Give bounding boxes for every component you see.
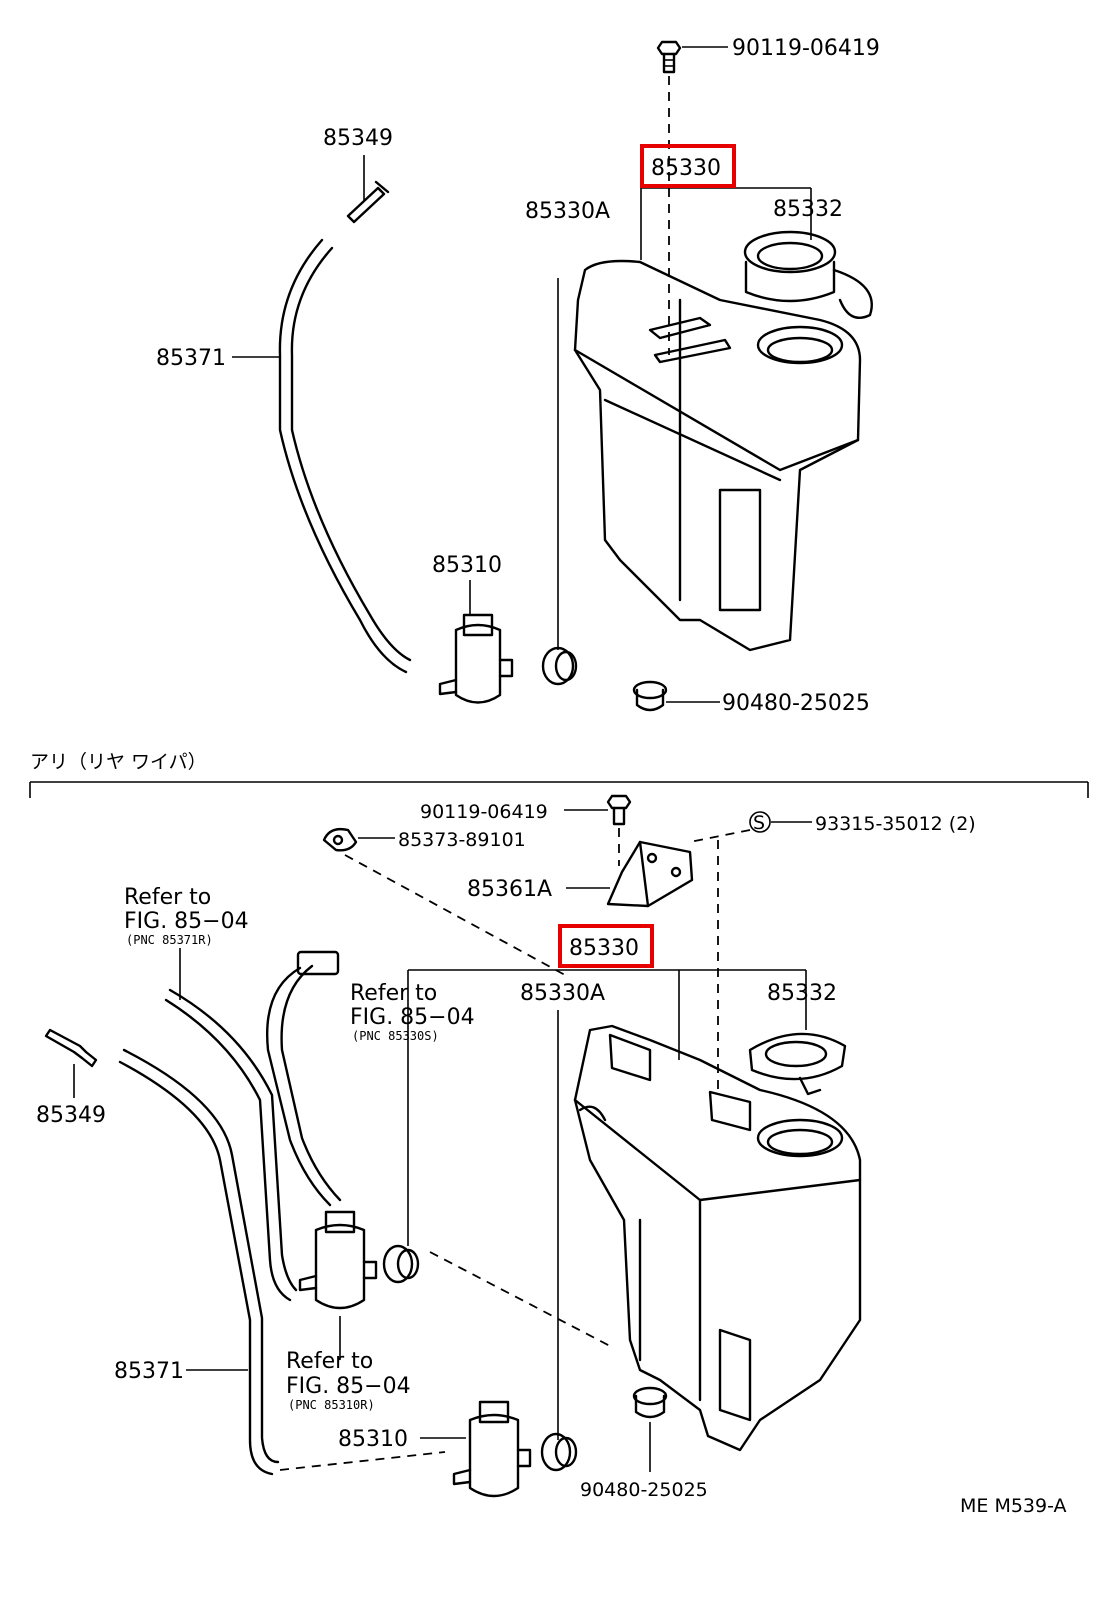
label-ref2-line2: FIG. 85−04 — [350, 1005, 475, 1030]
label-tank-bottom: 85330A — [520, 981, 605, 1006]
label-bolt-bottom: 90119-06419 — [420, 801, 548, 823]
label-clamp: 85373-89101 — [398, 829, 526, 851]
highlight-box-bottom — [558, 924, 654, 968]
hose-ref-85371r — [164, 988, 298, 1302]
label-ref1-pnc: (PNC 85371R) — [126, 933, 213, 947]
label-ref2-line1: Refer to — [350, 981, 437, 1006]
grommet-bottom — [632, 1386, 668, 1472]
section-title: アリ（リヤ ワイパ） — [30, 751, 207, 773]
label-ref1-line2: FIG. 85−04 — [124, 909, 249, 934]
label-grommet-top: 90480-25025 — [722, 691, 870, 716]
nozzle-top — [346, 155, 390, 224]
label-tank-assy-bottom: 85330 — [569, 936, 639, 961]
label-cap-bottom: 85332 — [767, 981, 837, 1006]
grommet-small-bottom — [540, 1432, 578, 1472]
label-ref2-pnc: (PNC 85330S) — [352, 1029, 439, 1043]
label-ref3-line2: FIG. 85−04 — [286, 1374, 411, 1399]
cap-bottom — [748, 1032, 847, 1096]
motor-top — [438, 580, 514, 704]
label-screw: 93315-35012 (2) — [815, 813, 976, 835]
label-ref1-line1: Refer to — [124, 885, 211, 910]
highlight-box-top — [640, 144, 736, 188]
tank-top — [573, 259, 862, 652]
diagram-code: ME M539-A — [960, 1495, 1067, 1517]
label-hose-bottom: 85371 — [114, 1359, 184, 1384]
clamp — [322, 827, 358, 852]
label-cap-top: 85332 — [773, 197, 843, 222]
hose-top — [232, 238, 412, 674]
label-hose-top: 85371 — [156, 346, 226, 371]
grommet-mid — [382, 1244, 420, 1284]
label-bracket: 85361A — [467, 877, 552, 902]
grommet-top — [632, 680, 720, 712]
label-bolt-top: 90119-06419 — [732, 36, 880, 61]
label-tank-top: 85330A — [525, 199, 610, 224]
grommet-small-top — [541, 646, 578, 686]
label-nozzle-bottom: 85349 — [36, 1103, 106, 1128]
label-ref3-line1: Refer to — [286, 1349, 373, 1374]
cap-top — [743, 230, 873, 320]
label-tank-assy-top: 85330 — [651, 156, 721, 181]
label-motor-top: 85310 — [432, 553, 502, 578]
screw-mark-circle — [749, 811, 771, 833]
tank-bottom — [573, 1024, 862, 1452]
label-ref3-pnc: (PNC 85310R) — [288, 1398, 375, 1412]
hose-bottom — [118, 1048, 280, 1476]
label-motor-bottom: 85310 — [338, 1427, 408, 1452]
label-screw-mark: S — [753, 812, 765, 834]
label-nozzle-top: 85349 — [323, 126, 393, 151]
hose-motor-lead — [266, 950, 342, 1207]
nozzle-bottom — [44, 1028, 98, 1098]
bolt-top — [656, 40, 682, 74]
motor-mid — [298, 1210, 378, 1360]
motor-bottom — [452, 1400, 532, 1498]
label-grommet-bottom: 90480-25025 — [580, 1479, 708, 1501]
bolt-bottom — [606, 794, 632, 826]
bracket — [606, 840, 694, 908]
